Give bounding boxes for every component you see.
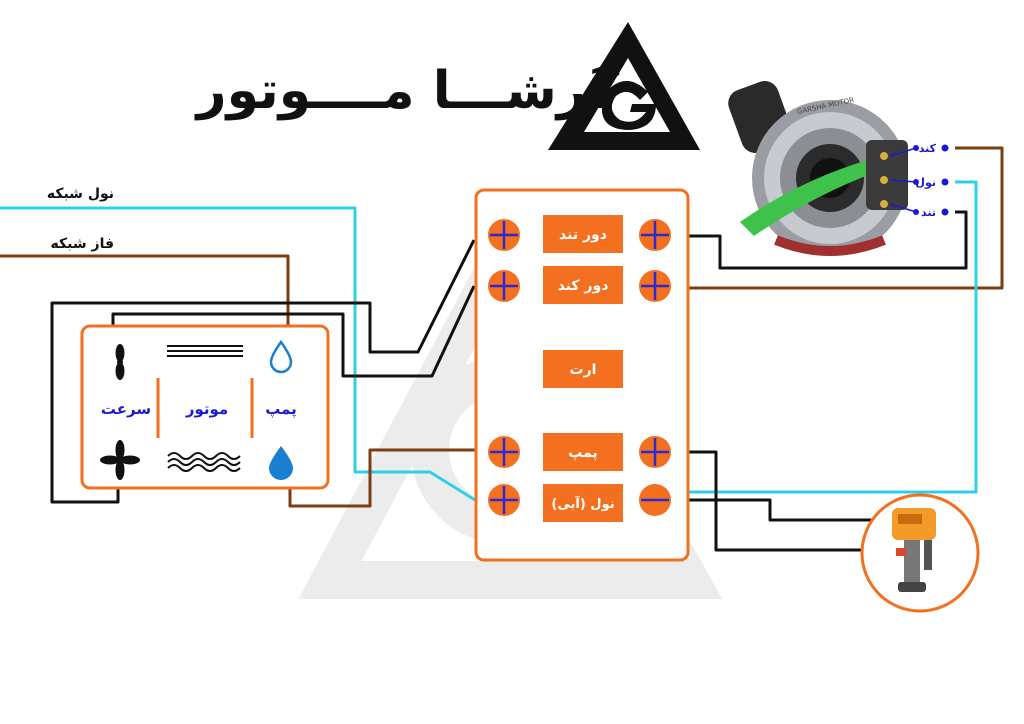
water-drop-icon — [269, 446, 293, 480]
wire-speed-common — [50, 239, 476, 504]
label-box-neutral — [543, 484, 623, 522]
wiring — [0, 146, 1004, 552]
fan-icon — [100, 440, 140, 480]
water-drop-icon — [269, 339, 293, 374]
mains-phase-label: فاز شبکه — [51, 236, 114, 252]
motor-terminal-high-dot — [941, 208, 949, 216]
plus-terminal-icon — [488, 436, 520, 468]
label-box-low-speed — [543, 266, 623, 304]
terminal-low-speed-label: دور کند — [558, 278, 609, 294]
motor-terminal-neutral-dot — [941, 178, 949, 186]
plus-terminal-icon — [488, 219, 520, 251]
label-box-earth — [543, 350, 623, 388]
wire-motor-low — [686, 146, 1004, 290]
terminal-pump-label: پمپ — [568, 445, 597, 461]
plus-terminal-icon — [639, 219, 671, 251]
wire-speed-low — [111, 285, 476, 378]
plus-terminal-icon — [639, 436, 671, 468]
speed-label: سرعت — [101, 400, 151, 418]
motor-label: موتور — [185, 400, 228, 418]
plus-terminal-icon — [488, 484, 520, 516]
pump-label: پمپ — [265, 400, 297, 419]
switch-panel: سرعت موتور پمپ — [80, 324, 330, 490]
garsha-logo-icon — [548, 22, 700, 150]
motor-terminal-low-label: کند — [919, 142, 937, 155]
motor-coil-icon — [167, 452, 241, 472]
label-box-high-speed — [543, 215, 623, 253]
terminal-high-speed-label: دور تند — [559, 227, 607, 243]
motor-terminal-high-label: تند — [921, 206, 936, 219]
terminal-earth-label: ارت — [570, 362, 597, 378]
wire-pump-neutral — [672, 498, 880, 522]
mains-neutral-label: نول شبکه — [47, 186, 114, 202]
pump-photo-icon — [860, 493, 980, 613]
motor-terminal-neutral-label: نول — [915, 176, 936, 189]
fan-icon — [115, 344, 125, 380]
wire-pump-switch — [288, 448, 476, 508]
label-box-pump — [543, 433, 623, 471]
terminal-neutral-label: نول (آبی) — [551, 495, 614, 512]
terminal-block: دور تند دور کند ارت پمپ نول (آبی) — [474, 188, 690, 562]
plus-terminal-icon — [639, 270, 671, 302]
motor-photo-icon — [728, 81, 919, 256]
brand-title: گرشـــا مــــوتور — [194, 60, 620, 121]
wire-mains-neutral — [0, 206, 476, 502]
motor-terminal-low-dot — [941, 144, 949, 152]
wire-motor-high — [672, 210, 968, 270]
wire-motor-neutral — [686, 180, 978, 494]
plus-terminal-icon — [488, 270, 520, 302]
minus-terminal-icon — [639, 484, 671, 516]
motor-coil-icon — [167, 345, 243, 357]
